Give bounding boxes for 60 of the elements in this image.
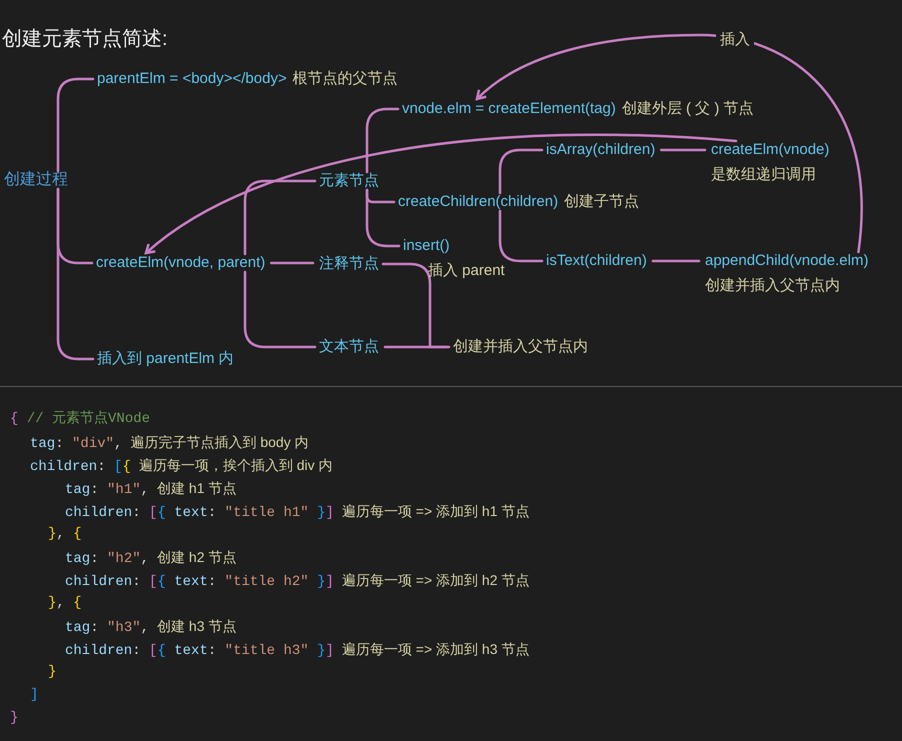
code-line: children: [{ text: "title h2" }] (65, 573, 334, 592)
code-line: tag: "h2", (65, 550, 150, 569)
code-line: }, { (48, 594, 82, 613)
code-line: tag: "h3", (65, 619, 150, 638)
annotation-text: 插入 parent (428, 262, 505, 280)
diagram-title: 创建元素节点简述: (2, 27, 168, 51)
annotation-text: 遍历每一项 => 添加到 h3 节点 (342, 640, 530, 659)
node-label: createChildren(children) (398, 193, 558, 211)
annotation-text: 根节点的父节点 (292, 70, 398, 88)
arrow (476, 34, 863, 254)
node-label: 创建过程 (4, 171, 68, 189)
code-line: } (48, 663, 56, 682)
annotation-text: 创建 h1 节点 (157, 479, 236, 498)
node-label: 文本节点 (319, 338, 379, 356)
arrow (144, 134, 738, 254)
code-line: children: [{ (30, 458, 131, 477)
node-label: 创建并插入父节点内 (453, 338, 588, 356)
connector-line (498, 148, 544, 194)
annotation-text: 创建子节点 (564, 193, 640, 211)
node-label: parentElm = <body></body> (97, 70, 287, 88)
node-label: vnode.elm = createElement(tag) (402, 100, 616, 118)
connector-line (244, 180, 316, 256)
node-label: createElm(vnode, parent) (96, 254, 266, 272)
connector-line (384, 346, 448, 348)
node-label: 元素节点 (319, 172, 379, 190)
connector-line (366, 108, 400, 174)
annotation-text: 创建 h2 节点 (157, 548, 236, 567)
node-label: createElm(vnode) (711, 141, 830, 159)
code-line: tag: "div", (30, 435, 122, 454)
annotation-text: 创建外层 ( 父 ) 节点 (622, 100, 754, 118)
connector-line (244, 270, 316, 348)
connector-line (366, 188, 400, 248)
annotation-text: 遍历每一项 => 添加到 h1 节点 (342, 502, 530, 521)
connector-line (660, 148, 706, 152)
code-line: }, { (48, 525, 82, 544)
node-label: isText(children) (546, 252, 647, 270)
annotation-text: 遍历每一项 => 添加到 h2 节点 (342, 571, 530, 590)
code-line: children: [{ text: "title h1" }] (65, 504, 334, 523)
connector-line (498, 210, 544, 262)
node-label: insert() (403, 237, 451, 255)
annotation-text: 创建并插入父节点内 (705, 277, 841, 295)
node-label: 插入到 parentElm 内 (97, 350, 234, 368)
connector-line (56, 78, 94, 172)
code-line: { // 元素节点VNode (10, 409, 150, 429)
edge-label: 插入 (716, 31, 754, 49)
node-label: 注释节点 (319, 255, 379, 273)
annotation-text: 是数组递归调用 (711, 166, 817, 184)
annotation-text: 创建 h3 节点 (157, 617, 236, 636)
connector-line (652, 260, 700, 262)
annotation-text: 遍历每一项，挨个插入到 div 内 (138, 456, 333, 475)
code-line: children: [{ text: "title h3" }] (65, 642, 334, 661)
code-line: ] (30, 686, 38, 705)
connector-line (56, 188, 94, 360)
connector-line (382, 262, 450, 348)
node-label: isArray(children) (546, 141, 656, 159)
annotation-text: 遍历完子节点插入到 body 内 (130, 433, 309, 452)
code-line: } (10, 709, 18, 728)
code-line: tag: "h1", (65, 481, 150, 500)
connector-line (270, 262, 314, 264)
node-label: appendChild(vnode.elm) (705, 252, 868, 270)
